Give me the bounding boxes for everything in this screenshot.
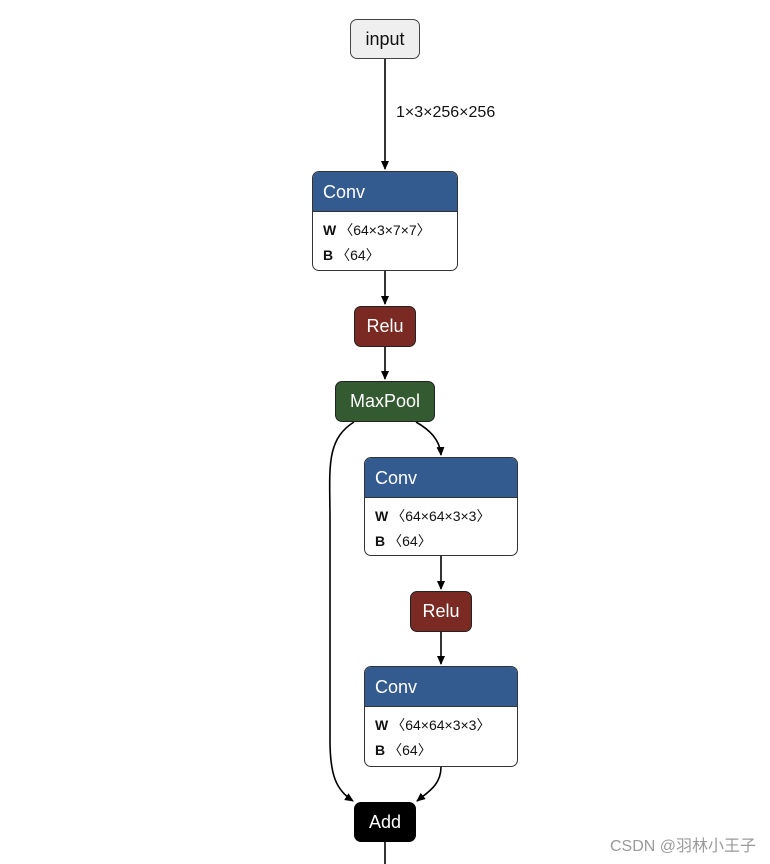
edge-conv3-add xyxy=(416,766,442,802)
input-node-label: input xyxy=(365,28,405,49)
weight-label: W xyxy=(323,222,337,238)
maxpool-node-label: MaxPool xyxy=(349,391,421,411)
add-node-label: Add xyxy=(368,811,402,832)
conv-node-1-bias-row: B〈64〉 xyxy=(323,243,447,268)
edge-maxpool-conv2 xyxy=(415,421,445,456)
conv-node-2[interactable]: Conv W〈64×64×3×3〉 B〈64〉 xyxy=(364,457,518,556)
conv-node-3-title: Conv xyxy=(365,667,517,707)
conv-node-3[interactable]: Conv W〈64×64×3×3〉 B〈64〉 xyxy=(364,666,518,767)
input-node[interactable]: input xyxy=(350,19,420,59)
bias-shape: 〈64〉 xyxy=(388,533,432,549)
weight-shape: 〈64×64×3×3〉 xyxy=(391,508,491,524)
weight-label: W xyxy=(375,508,389,524)
relu-node-1-label: Relu xyxy=(366,316,404,336)
relu-node-1[interactable]: Relu xyxy=(354,306,416,347)
conv-node-3-weight-row: W〈64×64×3×3〉 xyxy=(375,713,507,738)
conv-node-2-title: Conv xyxy=(365,458,517,498)
maxpool-node[interactable]: MaxPool xyxy=(335,381,435,422)
bias-shape: 〈64〉 xyxy=(336,247,380,263)
conv-node-1[interactable]: Conv W〈64×3×7×7〉 B〈64〉 xyxy=(312,171,458,271)
conv-node-2-weight-row: W〈64×64×3×3〉 xyxy=(375,504,507,529)
edge-shape-label: 1×3×256×256 xyxy=(396,104,496,121)
bias-label: B xyxy=(375,742,386,758)
relu-node-2[interactable]: Relu xyxy=(410,591,472,632)
bias-shape: 〈64〉 xyxy=(388,742,432,758)
weight-label: W xyxy=(375,717,389,733)
weight-shape: 〈64×3×7×7〉 xyxy=(339,222,431,238)
conv-node-1-weight-row: W〈64×3×7×7〉 xyxy=(323,218,447,243)
bias-label: B xyxy=(323,247,334,263)
bias-label: B xyxy=(375,533,386,549)
conv-node-1-title: Conv xyxy=(313,172,457,212)
conv-node-2-bias-row: B〈64〉 xyxy=(375,529,507,554)
conv-node-3-bias-row: B〈64〉 xyxy=(375,738,507,763)
weight-shape: 〈64×64×3×3〉 xyxy=(391,717,491,733)
add-node[interactable]: Add xyxy=(354,802,416,842)
edge-maxpool-add-skip xyxy=(328,421,355,802)
watermark: CSDN @羽林小王子 xyxy=(609,838,756,855)
relu-node-2-label: Relu xyxy=(422,601,460,621)
